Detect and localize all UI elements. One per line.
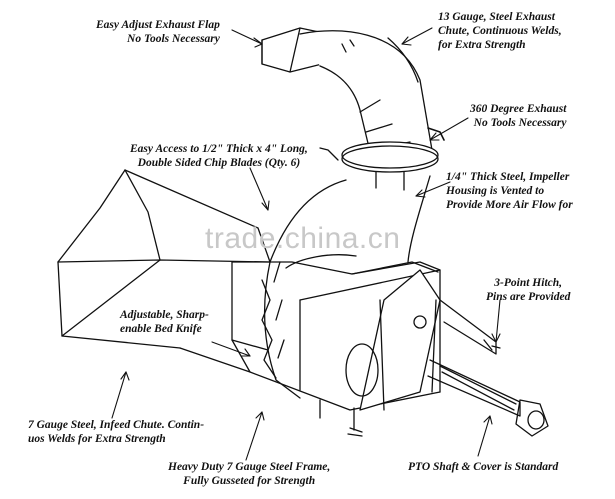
watermark-text: trade.china.cn: [205, 222, 401, 255]
callout-infeed-chute: 7 Gauge Steel, Infeed Chute. Contin- uos…: [28, 418, 204, 446]
callout-infeed-chute-line-2: uos Welds for Extra Strength: [28, 433, 166, 445]
callout-exhaust-chute: 13 Gauge, Steel Exhaust Chute, Continuou…: [438, 10, 562, 52]
callout-steel-frame-line-1: Heavy Duty 7 Gauge Steel Frame,: [168, 461, 331, 473]
callout-impeller-housing: 1/4" Thick Steel, Impeller Housing is Ve…: [446, 170, 573, 212]
callout-impeller-housing-line-3: Provide More Air Flow for: [446, 199, 573, 211]
callout-exhaust-flap-line-1: Easy Adjust Exhaust Flap: [96, 19, 220, 31]
callout-exhaust-chute-line-2: Chute, Continuous Welds,: [438, 25, 562, 37]
impeller-housing-drawing: [261, 175, 431, 399]
callout-chip-blades-line-2: Double Sided Chip Blades (Qty. 6): [137, 157, 301, 169]
infeed-chute-drawing: [57, 169, 271, 373]
callout-360-exhaust-line-1: 360 Degree Exhaust: [470, 103, 567, 115]
callout-bed-knife: Adjustable, Sharp- enable Bed Knife: [120, 308, 209, 336]
callout-chip-blades: Easy Access to 1/2" Thick x 4" Long, Dou…: [130, 142, 308, 170]
callout-bed-knife-line-2: enable Bed Knife: [120, 323, 202, 335]
callout-chip-blades-line-1: Easy Access to 1/2" Thick x 4" Long,: [130, 143, 308, 155]
callout-impeller-housing-line-1: 1/4" Thick Steel, Impeller: [446, 171, 570, 183]
callout-exhaust-chute-line-1: 13 Gauge, Steel Exhaust: [438, 11, 555, 23]
callout-exhaust-chute-line-3: for Extra Strength: [438, 39, 526, 51]
callout-360-exhaust: 360 Degree Exhaust No Tools Necessary: [470, 102, 566, 130]
callout-360-exhaust-line-2: No Tools Necessary: [473, 117, 567, 129]
callout-steel-frame: Heavy Duty 7 Gauge Steel Frame, Fully Gu…: [168, 460, 330, 488]
callout-impeller-housing-line-2: Housing is Vented to: [446, 185, 545, 197]
callout-exhaust-flap: Easy Adjust Exhaust Flap No Tools Necess…: [96, 18, 220, 46]
callout-bed-knife-line-1: Adjustable, Sharp-: [120, 309, 209, 321]
callout-3-point-hitch: 3-Point Hitch, Pins are Provided: [486, 276, 570, 304]
steel-frame-drawing: [231, 261, 549, 437]
callout-steel-frame-line-2: Fully Gusseted for Strength: [183, 475, 316, 487]
callout-exhaust-flap-line-2: No Tools Necessary: [127, 33, 220, 45]
callout-arrows: [111, 27, 501, 461]
callout-infeed-chute-line-1: 7 Gauge Steel, Infeed Chute. Contin-: [28, 419, 205, 431]
callout-3-point-hitch-line-1: 3-Point Hitch,: [494, 277, 563, 289]
callout-3-point-hitch-line-2: Pins are Provided: [486, 291, 571, 303]
callout-pto-shaft: PTO Shaft & Cover is Standard: [408, 460, 558, 474]
callout-pto-shaft-line-1: PTO Shaft & Cover is Standard: [408, 461, 559, 473]
exhaust-chute-drawing: [261, 27, 445, 191]
